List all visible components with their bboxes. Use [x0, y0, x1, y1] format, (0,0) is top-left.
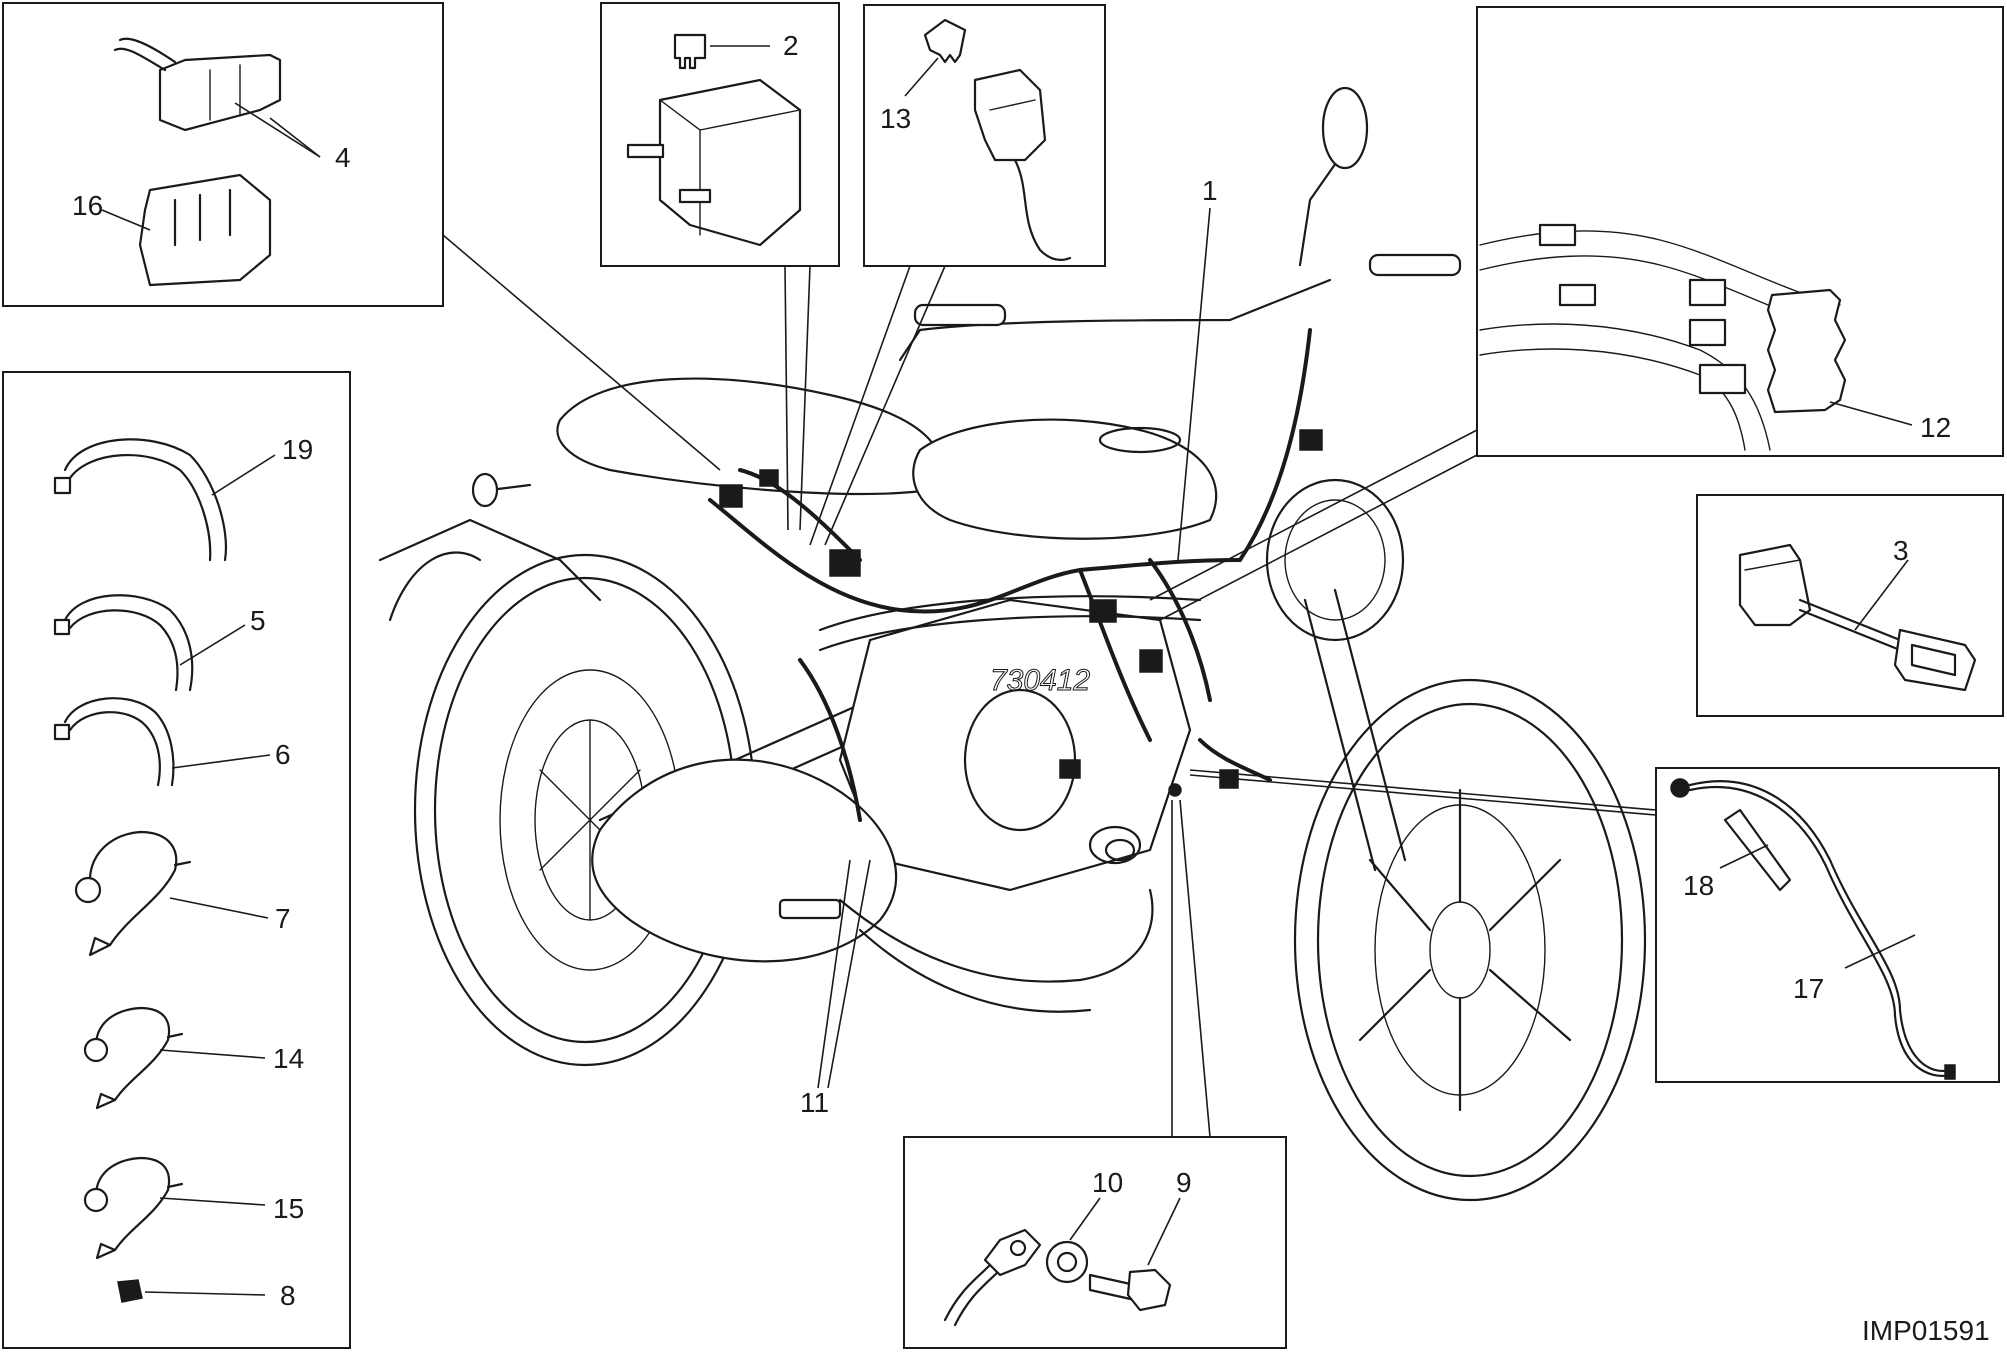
callout-1: 1 — [1202, 175, 1218, 206]
detail-box-ties-clips: 19 5 6 7 14 15 8 — [2, 371, 351, 1349]
callout-19: 19 — [282, 434, 313, 465]
callout-3: 3 — [1893, 535, 1909, 566]
detail-box-relays: 4 16 — [2, 2, 444, 307]
callout-15: 15 — [273, 1193, 304, 1224]
callout-9: 9 — [1176, 1167, 1192, 1198]
detail-box-connector-3: 3 — [1696, 494, 2004, 717]
motorcycle-illustration — [378, 86, 1647, 1202]
drawing-code: IMP01591 — [1862, 1315, 1990, 1346]
watermark-text: 730412 — [990, 664, 1090, 697]
detail-box-ground-bolt: 10 9 — [903, 1136, 1287, 1349]
detail-box-connector-holder: 12 — [1476, 6, 2004, 457]
callout-2: 2 — [783, 30, 799, 61]
callout-17: 17 — [1793, 973, 1824, 1004]
callout-4: 4 — [335, 142, 351, 173]
callout-18: 18 — [1683, 870, 1714, 901]
callout-6: 6 — [275, 739, 291, 770]
detail-box-fuse-13: 13 — [863, 4, 1106, 267]
callout-13: 13 — [880, 103, 911, 134]
callout-14: 14 — [273, 1043, 304, 1074]
callout-5: 5 — [250, 605, 266, 636]
callout-7: 7 — [275, 903, 291, 934]
callout-11: 11 — [800, 1087, 829, 1118]
callout-16: 16 — [72, 190, 103, 221]
detail-box-fuse-2: 2 — [600, 2, 840, 267]
callout-12: 12 — [1920, 412, 1951, 443]
callout-8: 8 — [280, 1280, 296, 1311]
callout-leaders: 1 11 — [442, 175, 1657, 1138]
callout-10: 10 — [1092, 1167, 1123, 1198]
detail-box-sensor-lead: 18 17 — [1655, 767, 2000, 1083]
